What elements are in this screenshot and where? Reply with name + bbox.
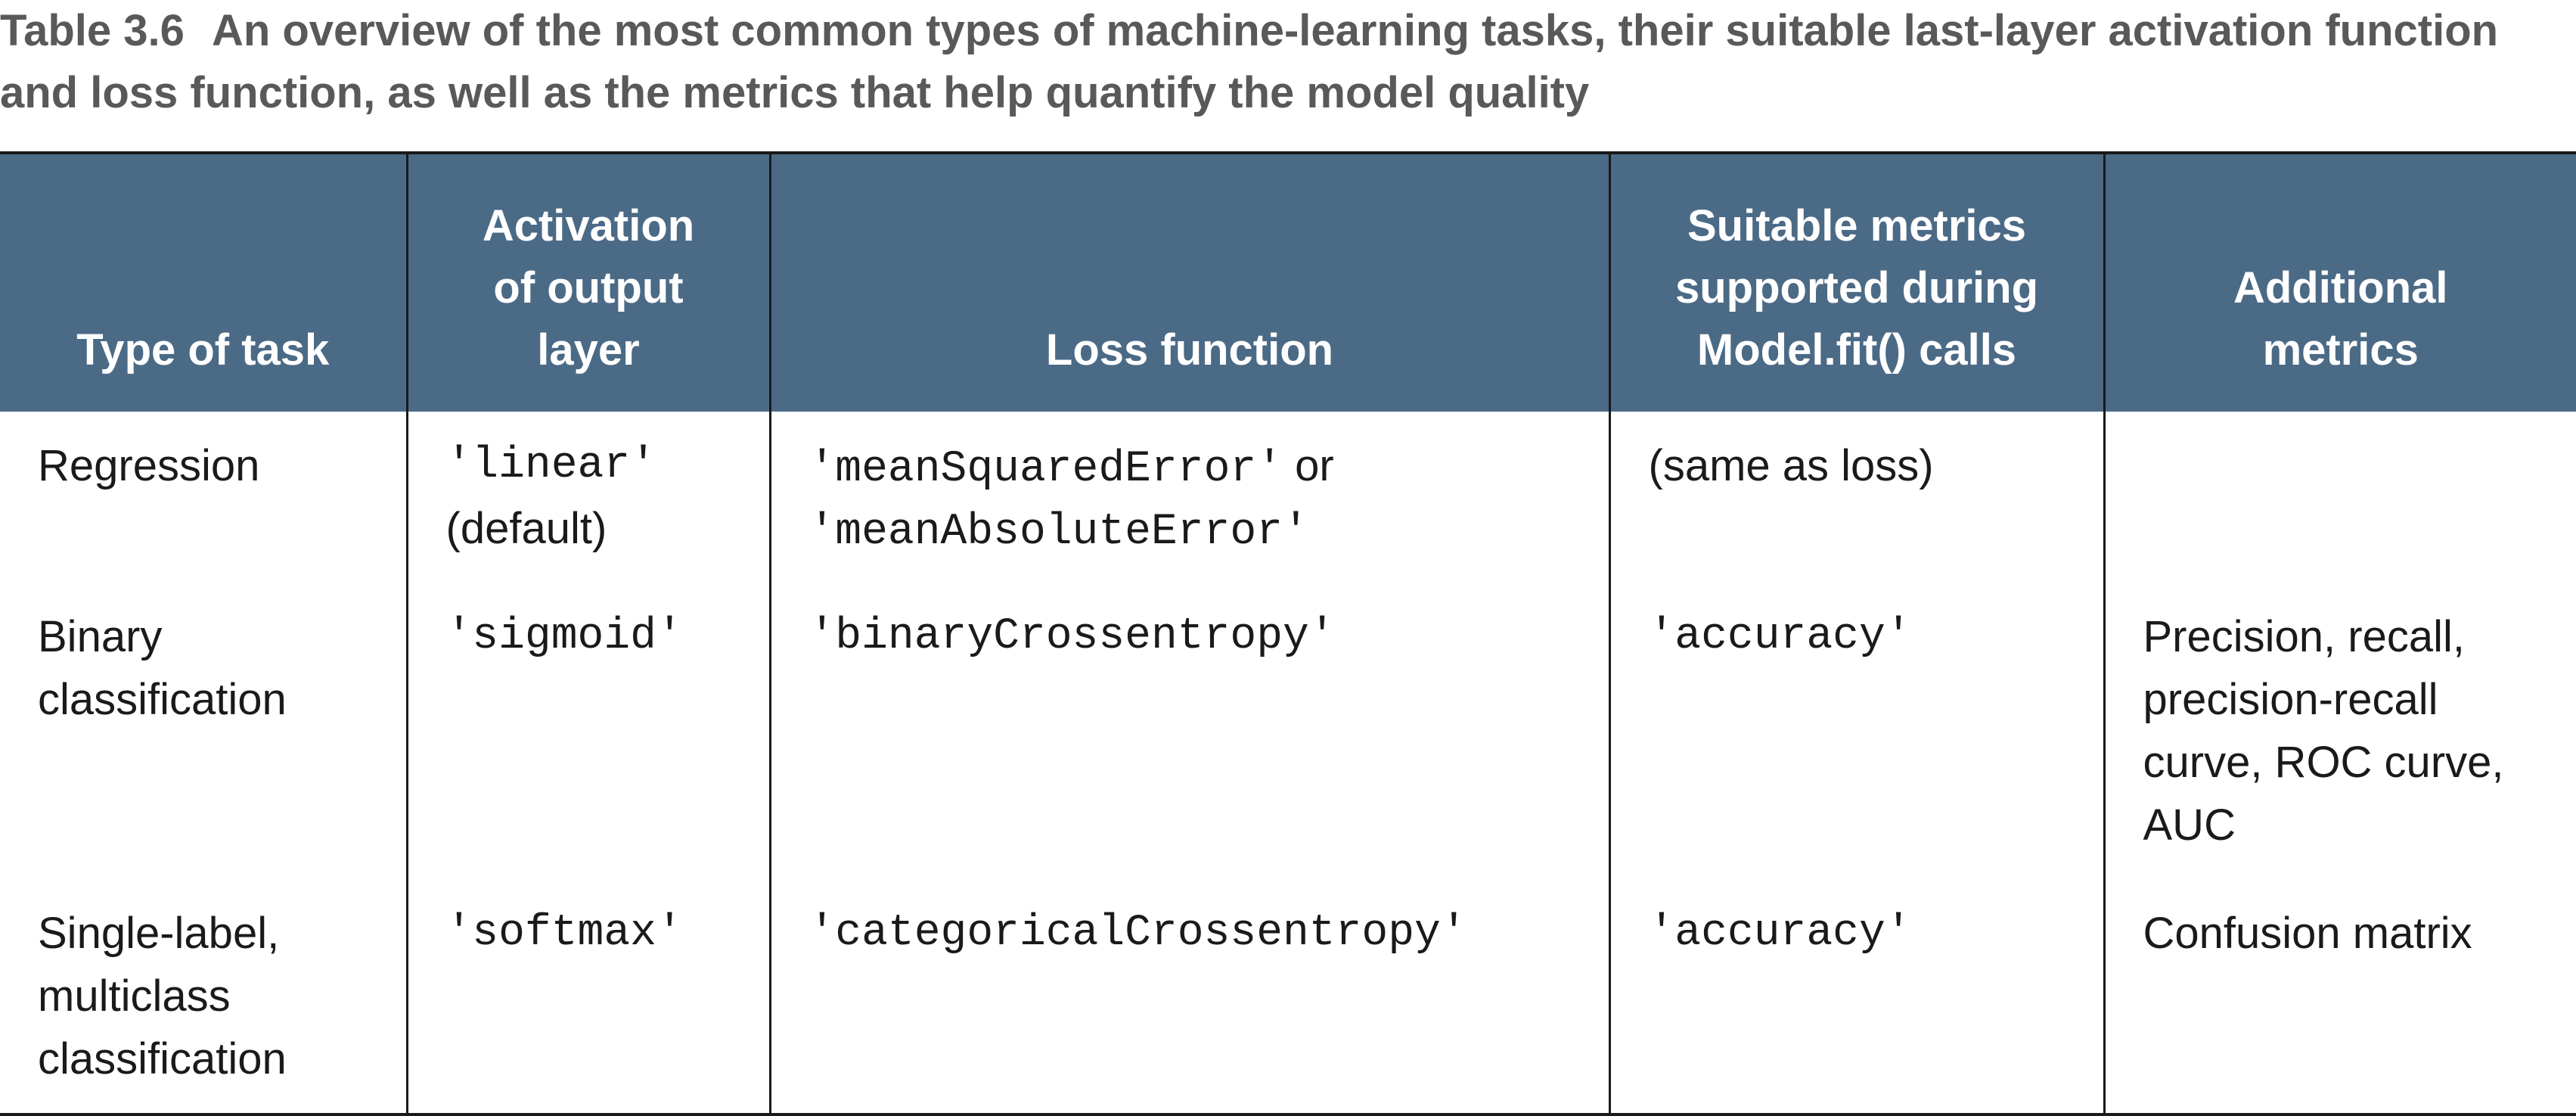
ml-tasks-table: Type of task Activation of output layer … bbox=[0, 151, 2576, 1116]
cell-loss: 'binaryCrossentropy' bbox=[768, 583, 1609, 879]
cell-activation: 'softmax' bbox=[405, 879, 770, 1116]
cell-task: Single-label, multiclass classification bbox=[0, 879, 407, 1116]
table-body: Regression 'linear' (default) 'meanSquar… bbox=[0, 412, 2576, 1116]
table-row-binary-classification: Binary classification 'sigmoid' 'binaryC… bbox=[0, 583, 2576, 879]
header-type-of-task: Type of task bbox=[0, 151, 407, 412]
cell-task: Regression bbox=[0, 412, 407, 583]
header-row: Type of task Activation of output layer … bbox=[0, 151, 2576, 412]
table-container: Type of task Activation of output layer … bbox=[0, 151, 2576, 1116]
additional-line: precision-recall bbox=[2143, 675, 2438, 724]
cell-additional: Precision, recall, precision-recall curv… bbox=[2103, 583, 2576, 879]
cell-activation: 'sigmoid' bbox=[405, 583, 770, 879]
header-line: layer bbox=[537, 325, 640, 375]
cell-activation: 'linear' (default) bbox=[405, 412, 770, 583]
loss-alt-value: 'meanAbsoluteError' bbox=[808, 508, 1309, 557]
activation-note: (default) bbox=[445, 504, 607, 553]
task-line: classification bbox=[38, 675, 287, 724]
cell-loss: 'meanSquaredError' or 'meanAbsoluteError… bbox=[768, 412, 1609, 583]
loss-joiner: or bbox=[1283, 441, 1334, 490]
cell-metrics: 'accuracy' bbox=[1608, 879, 2104, 1116]
task-line: multiclass bbox=[38, 971, 231, 1021]
table-number: Table 3.6 bbox=[0, 6, 185, 55]
header-loss-function: Loss function bbox=[768, 151, 1609, 412]
header-line: Additional bbox=[2233, 263, 2448, 312]
cell-metrics: 'accuracy' bbox=[1608, 583, 2104, 879]
header-additional-metrics: Additional metrics bbox=[2103, 151, 2576, 412]
activation-value: 'sigmoid' bbox=[445, 612, 683, 661]
header-line: Model.fit() calls bbox=[1696, 325, 2017, 375]
additional-line: curve, ROC curve, bbox=[2143, 738, 2504, 787]
cell-additional: Confusion matrix bbox=[2103, 879, 2576, 1116]
header-line: supported during bbox=[1674, 263, 2039, 312]
header-line: Suitable metrics bbox=[1687, 201, 2027, 250]
loss-value: 'binaryCrossentropy' bbox=[808, 612, 1336, 661]
caption-text: An overview of the most common types of … bbox=[0, 6, 2499, 117]
additional-line: AUC bbox=[2143, 800, 2236, 850]
task-line: Regression bbox=[38, 441, 260, 490]
metrics-value: (same as loss) bbox=[1648, 441, 1934, 490]
table-row-regression: Regression 'linear' (default) 'meanSquar… bbox=[0, 412, 2576, 583]
metrics-value: 'accuracy' bbox=[1648, 909, 1912, 958]
cell-additional bbox=[2103, 412, 2576, 583]
header-line: of output bbox=[493, 263, 684, 312]
table-row-multiclass-classification: Single-label, multiclass classification … bbox=[0, 879, 2576, 1116]
task-line: Single-label, bbox=[38, 909, 280, 958]
cell-loss: 'categoricalCrossentropy' bbox=[768, 879, 1609, 1116]
header-line: metrics bbox=[2262, 325, 2419, 375]
header-line: Activation bbox=[482, 201, 695, 250]
metrics-value: 'accuracy' bbox=[1648, 612, 1912, 661]
additional-line: Confusion matrix bbox=[2143, 909, 2472, 958]
table-header: Type of task Activation of output layer … bbox=[0, 151, 2576, 412]
activation-value: 'softmax' bbox=[445, 909, 683, 958]
additional-line: Precision, recall, bbox=[2143, 612, 2465, 661]
header-line: Loss function bbox=[1045, 325, 1334, 375]
cell-task: Binary classification bbox=[0, 583, 407, 879]
activation-value: 'linear' bbox=[445, 441, 656, 490]
loss-value: 'categoricalCrossentropy' bbox=[808, 909, 1467, 958]
task-line: Binary bbox=[38, 612, 163, 661]
cell-metrics: (same as loss) bbox=[1608, 412, 2104, 583]
header-suitable-metrics: Suitable metrics supported during Model.… bbox=[1608, 151, 2104, 412]
header-activation: Activation of output layer bbox=[405, 151, 770, 412]
loss-value: 'meanSquaredError' bbox=[808, 445, 1283, 494]
header-line: Type of task bbox=[76, 325, 330, 375]
task-line: classification bbox=[38, 1034, 287, 1083]
